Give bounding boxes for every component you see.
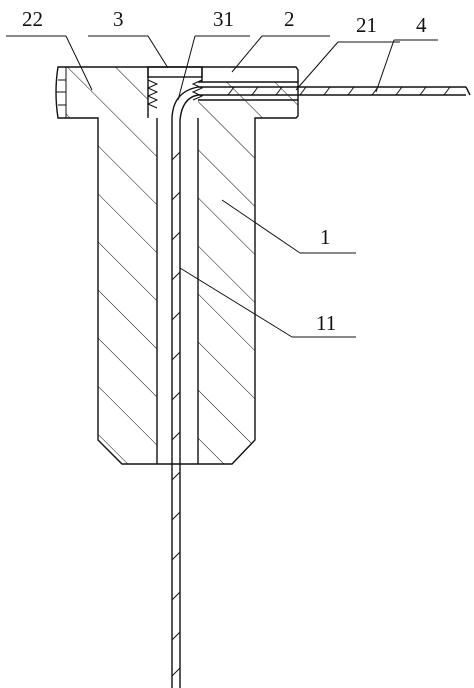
label-1: 1 bbox=[320, 225, 331, 249]
part-labels: 22 3 31 2 21 4 1 11 bbox=[22, 7, 427, 335]
label-21: 21 bbox=[356, 13, 377, 37]
sleeve-body bbox=[55, 66, 299, 465]
label-3: 3 bbox=[113, 7, 124, 31]
threaded-insert bbox=[146, 66, 204, 112]
leader-lines bbox=[6, 35, 438, 338]
label-31: 31 bbox=[213, 7, 234, 31]
section-hatching bbox=[66, 67, 298, 464]
label-4: 4 bbox=[416, 13, 427, 37]
label-2: 2 bbox=[284, 7, 295, 31]
label-11: 11 bbox=[316, 311, 336, 335]
label-22: 22 bbox=[22, 7, 43, 31]
